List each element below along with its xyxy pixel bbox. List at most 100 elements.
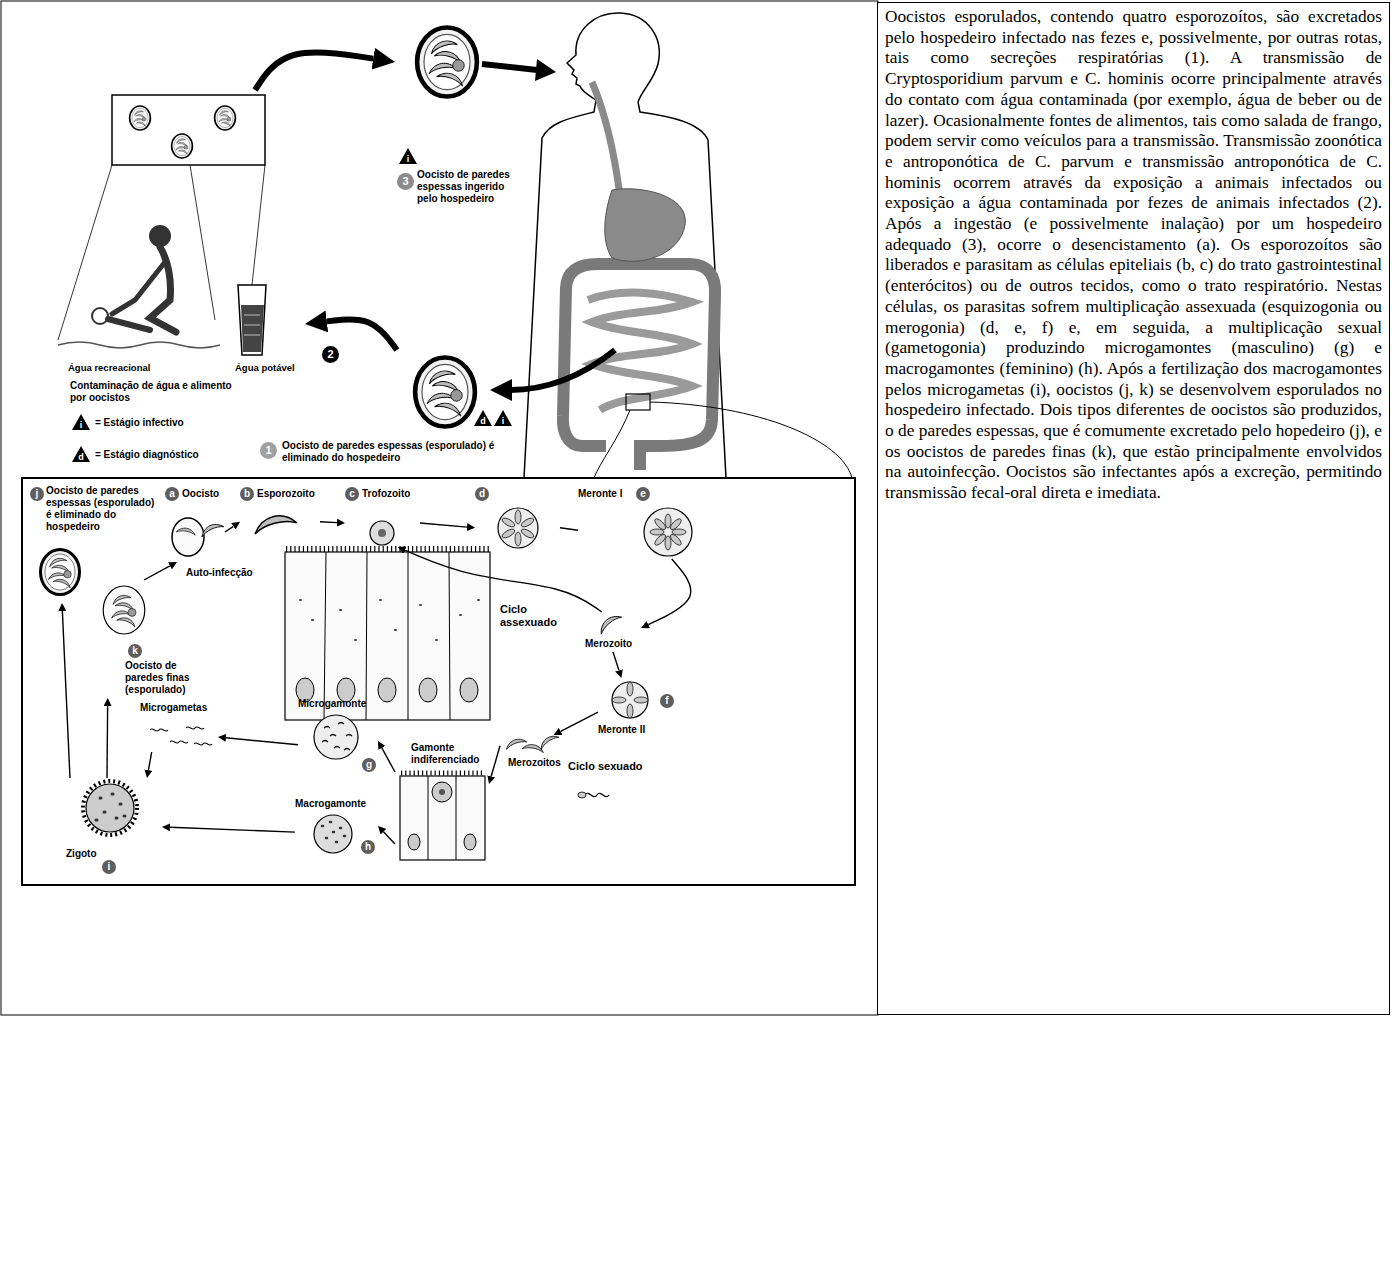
sexual-cycle-squiggle [578,792,609,798]
icon-triangles [72,414,90,430]
stage-label: Contaminação de água e alimento por ooci… [70,380,235,404]
water-source-picture [58,165,112,340]
water-source-picture [130,106,151,130]
excretion-arrow [490,350,615,401]
lifecycle-stage: Microgametas [140,702,218,752]
water-source-picture [58,342,220,348]
lifecycle-stage: Gamonte indiferenciado [395,742,489,862]
lifecycle-arrow [420,523,467,527]
gamont-cells [401,771,484,776]
water-source-picture [112,95,265,165]
gamont-cells [432,782,452,802]
gamont-cells [400,776,485,860]
callout-letter: c [345,487,359,501]
stage-label: Auto-infecção [186,567,253,579]
icon-triangles [474,410,492,426]
water-source-picture [112,262,165,314]
meront-type-one [501,527,516,539]
oocyst-excysting [176,527,196,536]
icon-triangles [494,410,512,426]
legend-item: = Estágio infectivo [95,417,184,429]
stage-icon-letter: d [72,452,90,462]
stage-label: Meronte I [578,488,622,500]
meront-type-two [634,697,648,703]
callout-letter: f [660,694,674,708]
oocyst-excysting [172,518,204,556]
meront-type-one-mature [653,517,667,531]
excretion-arrow [510,350,615,390]
oocyst-thick-wall [41,550,80,595]
lifecycle-arrow [106,706,108,778]
microgamont [314,715,358,759]
water-source-picture [58,95,266,355]
meront-type-one [498,508,538,548]
oocyst-shed [415,358,475,427]
lifecycle-arrow [648,559,691,625]
stage-label: Meronte II [598,724,645,736]
lifecycle-arrow [170,827,295,832]
meront-type-one-mature [644,508,692,556]
left-cell-border [1,1,878,1015]
lifecycle-stage: Merozoitos [500,735,563,771]
human-figure [567,13,659,102]
enterocytes [286,546,489,552]
stage-label: Microgametas [140,702,207,714]
human-figure [594,410,630,478]
icon-triangles [399,148,417,164]
enterocytes [419,678,437,702]
water-source-picture [190,165,215,320]
merozoite [597,612,622,635]
meront-type-two [627,704,633,718]
enterocytes [285,549,490,720]
ingestion-arrow [482,59,556,81]
macrogamont [314,815,352,853]
excretion-arrow [490,379,512,401]
ingestion-arrow [482,64,537,70]
oocyst-excysting [199,521,224,537]
legend-text: = Estágio diagnóstico [95,449,199,460]
meront-type-two [612,682,648,718]
human-figure [524,13,852,478]
lifecycle-stage: bEsporozoito [240,487,320,545]
oocyst-excysting [172,518,224,556]
icon-triangles [72,446,90,462]
callout-number: 2 [322,346,339,363]
microgamont [322,723,352,751]
meront-type-one-mature [672,529,686,535]
meront-type-one-mature [665,514,671,528]
lifecycle-arrow [561,712,598,731]
macrogamont [314,815,352,853]
stage-label: Macrogamonte [295,798,366,810]
meront-type-one [515,510,521,524]
oocyst-thin-wall [103,586,145,634]
oocyst-shed [415,358,475,427]
lifecycle-arrow [327,319,397,350]
lifecycle-stage: Zigotoi [62,778,162,876]
stage-label: Oocisto de paredes espessas (esporulado)… [46,485,156,533]
sporozoite [252,511,297,534]
gamont-cells [408,834,420,850]
human-figure [650,402,852,478]
lifecycle-stage: Merozoito [585,612,641,652]
stage-label: Oocisto de paredes espessas (esporulado)… [282,440,497,464]
callout-letter: g [362,758,376,772]
cycle-label: Ciclo sexuado [568,760,643,773]
oocyst-ingested [417,28,477,97]
macrogamont [322,822,345,842]
microgametes [170,741,188,743]
water-source-picture [150,247,176,332]
gamont-cells [464,834,476,850]
merozoites [538,732,559,749]
connectors [62,52,690,844]
microgametes [194,743,212,745]
zygote [83,781,137,835]
lifecycle-stage: Água recreacionalÁgua potávelContaminaçã… [55,90,305,415]
merozoite [597,612,622,635]
lifecycle-arrow [491,746,500,777]
callout-letter: h [361,840,375,854]
water-source-picture [108,319,150,330]
callout-number: 3 [397,173,414,190]
meront-type-two [627,682,633,696]
